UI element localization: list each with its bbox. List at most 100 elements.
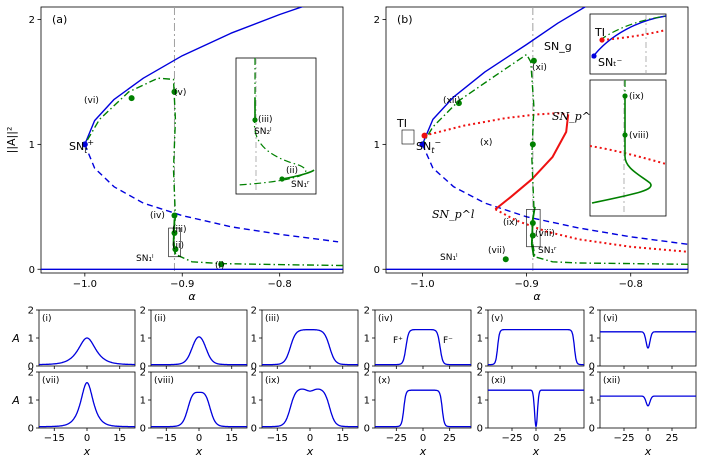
panel-b-ytick-label: 0 xyxy=(374,265,380,276)
profile-3: 012(iv)F⁺F⁻ xyxy=(364,306,472,373)
profile-ytick-label: 1 xyxy=(28,396,34,407)
profile-4: 012(v) xyxy=(477,306,585,373)
profile-curve xyxy=(487,389,585,428)
panel-a-inset-label-ii: (ii) xyxy=(286,166,298,176)
profile-xtick-label: −15 xyxy=(156,433,177,444)
panel-b-point-2 xyxy=(502,256,509,263)
panel-b-label-sn-t-minus: SNt− xyxy=(416,138,441,155)
profile-xtick-label: 0 xyxy=(196,433,202,444)
profile-ytick-label: 1 xyxy=(477,396,483,407)
profile-xtick-label: 0 xyxy=(420,433,426,444)
sn-sup: + xyxy=(87,138,94,147)
panel-b-point-label-2: (vii) xyxy=(488,246,505,256)
profile-curve xyxy=(150,391,248,428)
panel-a-point-4 xyxy=(171,212,178,219)
profile-xtick-label: 0 xyxy=(645,433,651,444)
panel-b-xtick-label: −0.9 xyxy=(514,279,538,290)
profile-ytick-label: 1 xyxy=(364,396,370,407)
profile-ylabel: A xyxy=(11,332,20,345)
panel-b-label: (b) xyxy=(397,13,413,26)
panel-b-annotation-sn1r: SN₁ʳ xyxy=(538,246,557,256)
profile-ytick-label: 0 xyxy=(140,424,146,435)
profile-xlabel: x xyxy=(306,445,314,458)
panel-b-annotation-snpr: SN_p^r xyxy=(552,110,597,123)
panel-b-xtick-label: −0.8 xyxy=(619,279,643,290)
profile-label: (v) xyxy=(491,314,503,324)
profile-xlabel: x xyxy=(83,445,91,458)
sn-sub: t xyxy=(84,146,88,155)
panel-b-annotation-sng: SN_g xyxy=(544,40,572,53)
panel-a-inset-stable-2 xyxy=(281,169,315,180)
panel-b-series-0 xyxy=(421,7,587,145)
panel-a-label-sn-t-plus: SNt+ xyxy=(69,138,94,155)
profile-ytick-label: 0 xyxy=(28,362,34,373)
profile-label: (x) xyxy=(378,376,390,386)
profile-xlabel: x xyxy=(419,445,427,458)
profile-label: (i) xyxy=(42,314,52,324)
panel-b-zoom-box xyxy=(526,209,541,248)
profile-front-right: F⁻ xyxy=(443,336,453,346)
profile-ytick-label: 0 xyxy=(477,362,483,373)
panel-a-point-6 xyxy=(128,95,135,102)
panel-a-ytick-label: 2 xyxy=(29,15,35,26)
panel-b-point-label-4: (ix) xyxy=(503,218,518,228)
panel-b-inset-top-label-ti: TI xyxy=(594,26,605,39)
profile-curve xyxy=(599,395,697,407)
profile-xlabel: x xyxy=(532,445,540,458)
panel-b-point-label-5: (x) xyxy=(480,138,492,148)
profile-label: (iii) xyxy=(265,314,280,324)
profile-ytick-label: 0 xyxy=(364,362,370,373)
panel-b-inset-bottom-frame xyxy=(589,79,667,217)
profile-ytick-label: 2 xyxy=(364,368,370,379)
panel-b-point-label-7: (xii) xyxy=(443,96,460,106)
panel-b-ytick-label: 1 xyxy=(374,140,380,151)
sn-main: SN xyxy=(69,140,84,153)
profile-curve xyxy=(599,331,697,349)
panel-a-point-label-1: (i) xyxy=(215,261,225,271)
profile-xtick-label: 0 xyxy=(307,433,313,444)
panel-b-inset-bottom-point-viii xyxy=(622,132,628,138)
panel-b-point-4 xyxy=(529,220,536,227)
profile-label: (iv) xyxy=(378,314,393,324)
profile-ytick-label: 2 xyxy=(140,306,146,317)
panel-a-point-3 xyxy=(171,230,178,237)
profile-ytick-label: 0 xyxy=(251,362,257,373)
panel-b-annotation-sn1l: SN₁ˡ xyxy=(440,253,458,263)
profile-ytick-label: 2 xyxy=(28,368,34,379)
profile-ytick-label: 0 xyxy=(477,424,483,435)
panel-a-point-1 xyxy=(218,261,225,268)
profile-label: (xii) xyxy=(603,376,620,386)
panel-b-inset-top-frame xyxy=(589,13,667,75)
panel-b-inset-bottom-red xyxy=(589,145,667,165)
profile-2: 012(iii) xyxy=(251,306,359,373)
profile-ytick-label: 1 xyxy=(251,396,257,407)
panel-b-label-ti: TI xyxy=(396,117,407,130)
profile-5: 012(vi) xyxy=(589,306,697,373)
profile-ytick-label: 0 xyxy=(140,362,146,373)
panel-a-point-0 xyxy=(81,141,88,148)
sn-sup: − xyxy=(434,138,441,147)
panel-a-axes: −1.0−0.9−0.8012(a)SNt+(i)(ii)(iii)(iv)(v… xyxy=(29,6,344,290)
profile-ytick-label: 2 xyxy=(364,306,370,317)
panel-b-inset-bottom-green xyxy=(591,96,652,204)
panel-a-ylabel: ||A||² xyxy=(5,127,18,154)
panel-b-series-3 xyxy=(424,112,569,137)
panel-b-frame xyxy=(385,6,689,274)
profile-ytick-label: 1 xyxy=(589,396,595,407)
panel-a-inset-point-ii xyxy=(279,176,285,182)
panel-b-series-5 xyxy=(494,114,570,211)
profile-xtick-label: 0 xyxy=(533,433,539,444)
profile-label: (ii) xyxy=(154,314,166,324)
profile-ytick-label: 1 xyxy=(28,334,34,345)
panel-b-ytick-label: 2 xyxy=(374,15,380,26)
panel-b-point-label-6: (xi) xyxy=(532,63,547,73)
profile-label: (viii) xyxy=(154,376,174,386)
profile-curve xyxy=(374,389,472,428)
profile-label: (vii) xyxy=(42,376,59,386)
profile-ytick-label: 1 xyxy=(251,334,257,345)
panel-a-inset-frame xyxy=(235,57,317,195)
profile-curve xyxy=(38,337,136,366)
